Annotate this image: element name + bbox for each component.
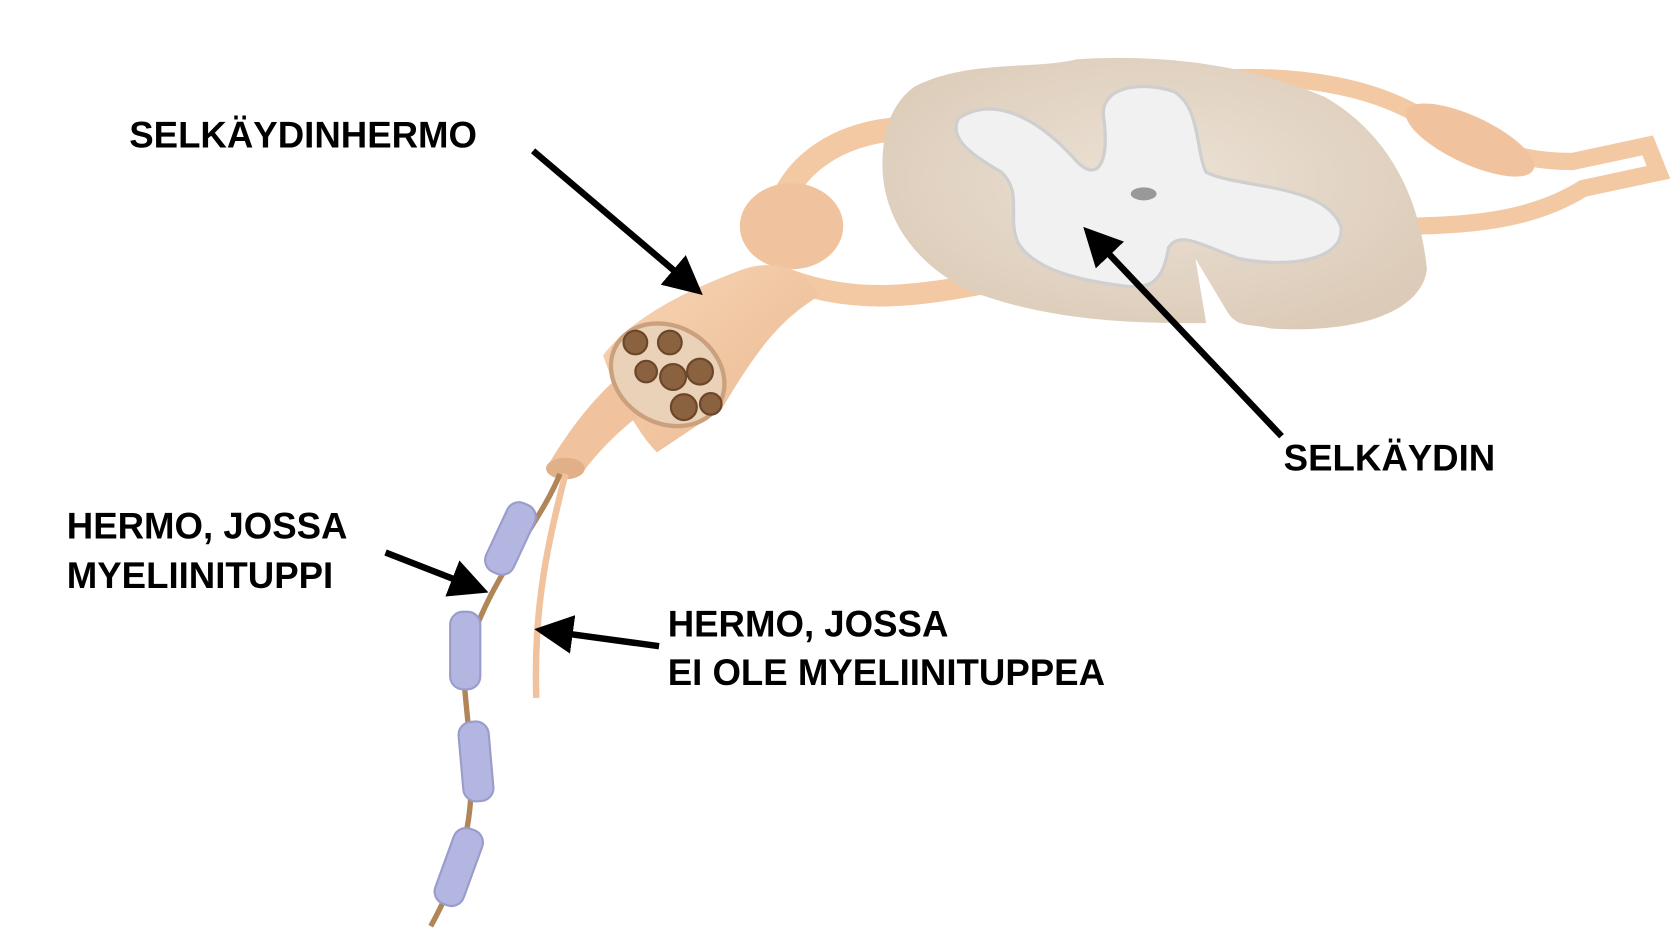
unmyelinated-nerve xyxy=(532,473,569,699)
arrow-myelinated xyxy=(384,549,489,597)
label-unmyelinated-line1: HERMO, JOSSA xyxy=(668,604,949,645)
label-unmyelinated-line2: EI OLE MYELIINITUPPEA xyxy=(668,652,1105,693)
grey-matter xyxy=(954,84,1343,289)
myelin-sheaths xyxy=(433,501,537,908)
label-spinal-nerve: SELKÄYDINHERMO xyxy=(129,115,477,156)
arrow-unmyelinated xyxy=(534,615,660,654)
nerve-fascicles xyxy=(622,329,723,422)
arrow-spinal-cord xyxy=(1083,226,1284,439)
label-spinal-cord: SELKÄYDIN xyxy=(1284,438,1496,479)
label-myelinated-line1: HERMO, JOSSA xyxy=(67,506,348,547)
dorsal-root-ganglion xyxy=(1405,103,1535,177)
arrow-spinal-nerve xyxy=(530,148,703,295)
nerve-branch-end xyxy=(546,457,585,480)
ganglion-left xyxy=(739,183,844,270)
label-myelinated-line2: MYELIINITUPPI xyxy=(67,555,333,596)
central-canal xyxy=(1130,187,1157,201)
